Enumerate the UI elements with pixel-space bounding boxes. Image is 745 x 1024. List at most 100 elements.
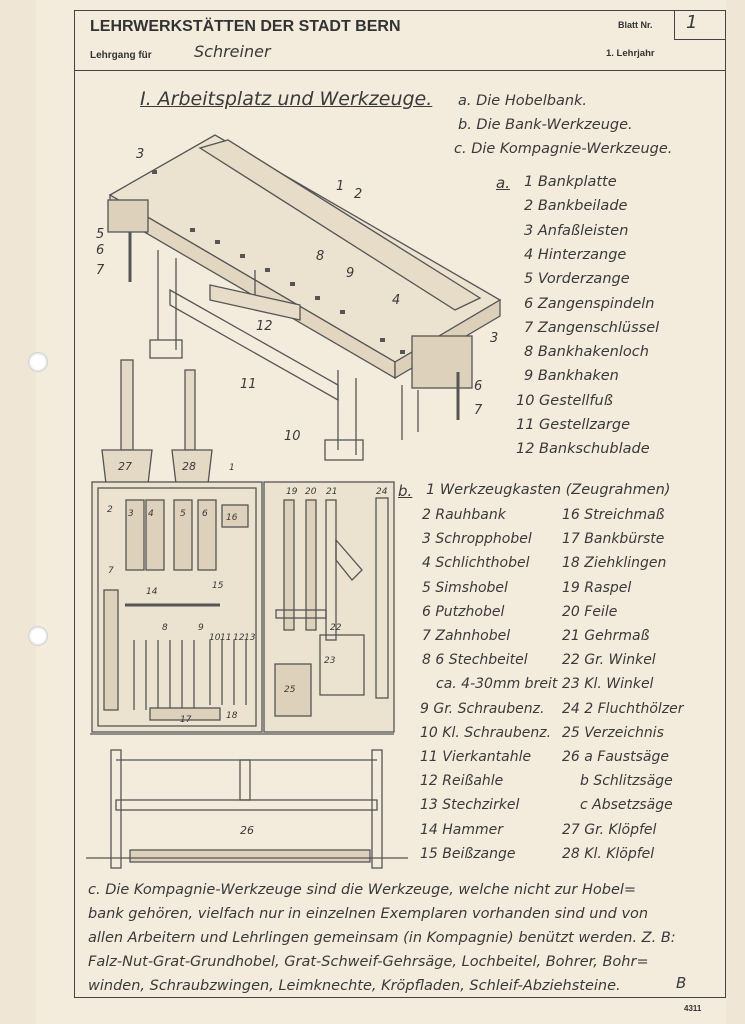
toolbox-callout: 17 <box>180 715 192 725</box>
section-b-left-item: 7 Zahnhobel <box>422 628 511 644</box>
toolbox-callout: 13 <box>244 633 256 643</box>
section-a-item: 6 Zangenspindeln <box>524 295 655 312</box>
topic-b: b. Die Bank-Werkzeuge. <box>458 117 633 133</box>
workbench-callout: 2 <box>354 187 362 202</box>
toolbox-callout: 25 <box>284 685 296 695</box>
section-a-item: 1 Bankplatte <box>524 174 617 190</box>
workbench-callout: 10 <box>284 429 301 444</box>
section-b-left-item: ca. 4-30mm breit <box>436 676 558 693</box>
workbench-callout: 6 <box>96 243 104 258</box>
section-b-left-item: 14 Hammer <box>420 821 504 838</box>
punch-hole-bottom <box>28 626 48 646</box>
section-b-first-item: 1 Werkzeugkasten (Zeugrahmen) <box>426 482 671 498</box>
section-b-left-item: 9 Gr. Schraubenz. <box>420 700 545 717</box>
section-b-right-item: 22 Gr. Winkel <box>562 652 656 669</box>
toolbox-callout: 20 <box>305 487 317 497</box>
mallet-callout: 28 <box>182 460 196 473</box>
toolbox-callout: 11 <box>220 633 231 643</box>
toolbox-callout: 1 <box>229 463 235 473</box>
toolbox-callout: 18 <box>226 711 238 721</box>
toolbox-callout: 15 <box>212 581 224 591</box>
section-b-right-item: 16 Streichmaß <box>562 507 665 523</box>
workbench-drawing <box>107 134 502 461</box>
toolbox-callout: 12 <box>233 633 245 643</box>
section-b-left-item: 10 Kl. Schraubenz. <box>420 724 552 741</box>
section-b-left-item: 4 Schlichthobel <box>422 555 530 572</box>
saw-drawing <box>86 749 408 869</box>
section-a-item: 7 Zangenschlüssel <box>524 319 660 336</box>
workbench-callout: 7 <box>474 403 483 418</box>
toolbox-callout: 2 <box>107 505 113 515</box>
section-b-right-item: 27 Gr. Klöpfel <box>562 821 657 838</box>
section-a-item: 10 Gestellfuß <box>516 392 613 409</box>
workbench-callout: 3 <box>490 331 498 346</box>
section-a-item: 12 Bankschublade <box>516 441 650 458</box>
workbench-callout: 12 <box>256 319 273 334</box>
section-b-left-item: 8 6 Stechbeitel <box>422 652 528 669</box>
toolbox-callout: 3 <box>128 509 134 519</box>
section-b-left-item: 2 Rauhbank <box>422 507 506 523</box>
toolbox-callout: 7 <box>108 566 114 576</box>
sheet-label: Blatt Nr. <box>618 20 653 30</box>
saw-label: 26 <box>240 824 254 837</box>
section-c-line-1: c. Die Kompagnie-Werkzeuge sind die Werk… <box>88 882 637 898</box>
sheet-number-box <box>674 10 726 40</box>
section-b-marker: b. <box>398 482 413 500</box>
section-a-item: 8 Bankhakenloch <box>524 344 649 361</box>
section-a-item: 11 Gestellzarge <box>516 417 631 433</box>
section-b-right-item: 23 Kl. Winkel <box>562 676 654 693</box>
section-b-right-item: 19 Raspel <box>562 579 632 596</box>
section-b-right-item: 20 Feile <box>562 603 618 620</box>
sheet-number: 1 <box>686 12 698 33</box>
section-b-right-item: b Schlitzsäge <box>580 773 673 790</box>
workbench-callout: 6 <box>474 379 482 394</box>
section-b-left-item: 13 Stechzirkel <box>420 797 520 814</box>
year-label: 1. Lehrjahr <box>606 48 655 59</box>
workbench-callout: 5 <box>96 227 104 242</box>
toolbox-callout: 9 <box>198 623 204 633</box>
section-a-item: 4 Hinterzange <box>524 246 627 263</box>
section-c-paragraph: c. Die Kompagnie-Werkzeuge sind die Werk… <box>88 878 718 998</box>
section-c-line-4: Falz-Nut-Grat-Grundhobel, Grat-Schweif-G… <box>88 954 649 970</box>
print-code: 4311 <box>684 1004 702 1013</box>
topic-c: c. Die Kompagnie-Werkzeuge. <box>454 141 673 157</box>
toolbox-callout: 10 <box>209 633 221 643</box>
toolbox-callout: 14 <box>146 587 158 597</box>
section-b-right-item: 24 2 Fluchthölzer <box>562 700 684 717</box>
page-frame <box>74 10 726 998</box>
mallet-labels: 27 28 <box>118 460 196 473</box>
toolbox-callout: 16 <box>226 513 238 523</box>
toolbox-callout: 8 <box>162 623 168 633</box>
workbench-callout: 11 <box>240 377 257 392</box>
section-b-right-item: 18 Ziehklingen <box>562 555 667 572</box>
toolbox-callout: 22 <box>330 623 342 633</box>
section-a-item: 9 Bankhaken <box>524 368 619 385</box>
toolbox-callout: 19 <box>286 487 298 497</box>
mallet-callout: 27 <box>118 460 132 473</box>
toolbox-callout: 24 <box>376 487 388 497</box>
section-b-left-item: 5 Simshobel <box>422 579 508 596</box>
section-a-marker: a. <box>496 174 510 192</box>
workbench-callout: 9 <box>346 266 354 281</box>
workbench-callout: 7 <box>96 263 105 278</box>
section-b-left-item: 11 Vierkantahle <box>420 749 532 765</box>
toolbox-callout: 21 <box>326 487 337 497</box>
workbench-callout: 1 <box>336 179 344 194</box>
section-b-left-item: 6 Putzhobel <box>422 603 505 620</box>
section-c-line-2: bank gehören, vielfach nur in einzelnen … <box>88 906 649 922</box>
section-b-right-item: c Absetzsäge <box>580 797 673 814</box>
section-b-right-item: 26 a Faustsäge <box>562 749 669 765</box>
header-divider <box>74 70 726 71</box>
mallets-drawing <box>101 359 213 485</box>
section-b-left-item: 15 Beißzange <box>420 845 516 862</box>
workbench-callout: 8 <box>316 249 324 264</box>
section-c-line-3: allen Arbeitern und Lehrlingen gemeinsam… <box>88 930 676 946</box>
section-b-left-item: 3 Schropphobel <box>422 531 532 548</box>
toolbox-drawing <box>90 481 395 735</box>
section-b-right-item: 25 Verzeichnis <box>562 724 664 741</box>
section-b-right-item: 21 Gehrmaß <box>562 628 650 644</box>
page-title: I. Arbeitsplatz und Werkzeuge. <box>140 88 433 110</box>
